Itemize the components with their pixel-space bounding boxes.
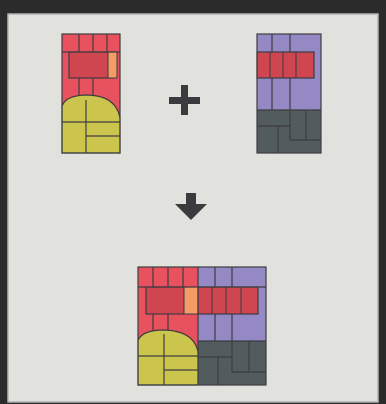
left-bar <box>69 52 114 78</box>
merged-bar-left <box>146 287 184 314</box>
right-slate-region <box>257 110 321 153</box>
merged-bar-accent <box>184 287 198 314</box>
merged-layout-tile <box>138 267 266 385</box>
merged-bar-right <box>198 287 258 314</box>
left-yellow-dome <box>62 95 120 153</box>
left-layout-tile <box>62 34 120 153</box>
right-layout-tile <box>257 34 321 153</box>
right-bar <box>257 52 314 78</box>
left-bar-accent <box>108 52 117 78</box>
merged-yellow-dome <box>138 330 198 385</box>
